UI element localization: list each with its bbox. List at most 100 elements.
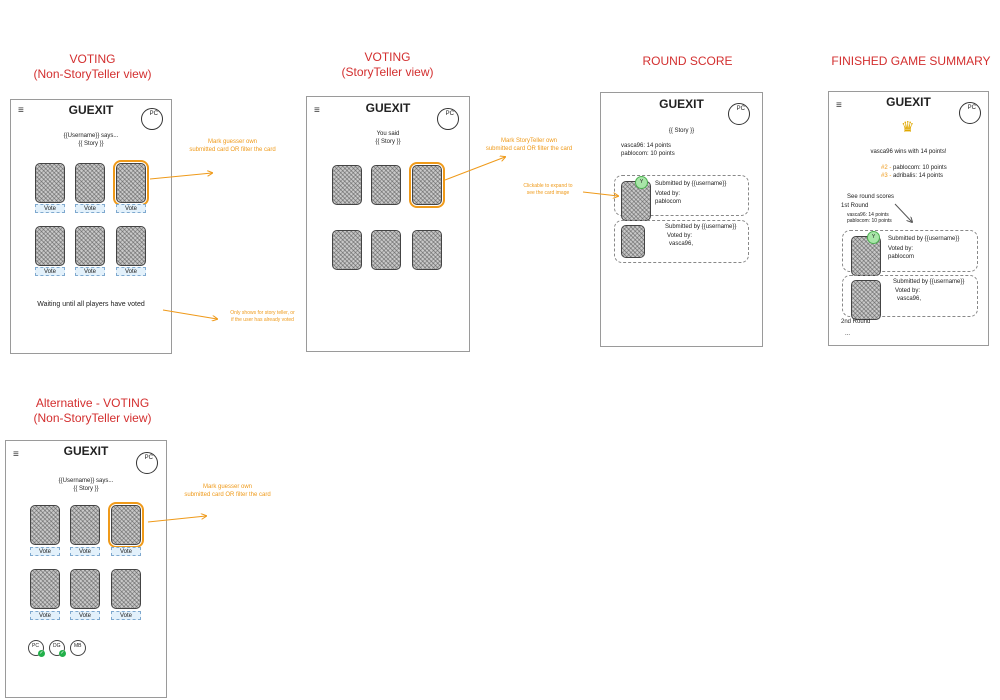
arrow (894, 203, 912, 222)
menu-icon[interactable]: ≡ (13, 449, 19, 460)
card[interactable] (621, 225, 645, 258)
story-text: {{ Story }} (78, 141, 104, 147)
card[interactable] (371, 165, 401, 205)
card[interactable] (851, 280, 881, 320)
story-text: {{ Story }} (668, 128, 695, 134)
submitted-card-box[interactable]: Submitted by {{username}} Voted by: vasc… (842, 275, 978, 320)
card[interactable] (75, 226, 105, 266)
heading-line: VOTING (364, 50, 411, 64)
card[interactable] (35, 163, 65, 203)
avatar-initials: PC (144, 455, 153, 461)
rank-line: #3 - adribalis: 14 points (881, 172, 943, 180)
avatar-initials: PC (149, 111, 158, 117)
round-score-line: pablocom: 10 points (847, 218, 892, 224)
arrow (162, 309, 217, 319)
vote-button[interactable]: Vote (111, 547, 141, 556)
app-title: GUEXIT (886, 95, 931, 109)
app-title: GUEXIT (659, 97, 704, 111)
vote-button[interactable]: Vote (35, 267, 65, 276)
submitted-card-box[interactable]: Submitted by {{username}} Voted by: vasc… (614, 220, 749, 263)
note-line: see the card image (526, 190, 570, 196)
menu-icon[interactable]: ≡ (314, 105, 320, 116)
card[interactable] (70, 505, 100, 545)
vote-button[interactable]: Vote (70, 611, 100, 620)
card[interactable] (116, 226, 146, 266)
screen-alt-voting-non-storyteller: ≡ GUEXIT PC {{Username}} says... {{ Stor… (5, 440, 167, 698)
story-text: {{ Story }} (375, 139, 401, 145)
avatar-initials: PC (445, 111, 454, 117)
voter-name: pablocom (888, 254, 915, 260)
card[interactable] (70, 569, 100, 609)
own-card[interactable] (409, 162, 445, 208)
rank-position: #3 - (881, 173, 892, 179)
user-avatar[interactable]: PC (141, 108, 163, 130)
vote-button[interactable]: Vote (75, 204, 105, 213)
vote-button[interactable]: Vote (30, 547, 60, 556)
note-line: if the user has already voted (231, 317, 294, 323)
screen-voting-storyteller: ≡ GUEXIT PC You said {{ Story }} (306, 96, 470, 352)
voter-name: vasca96, (897, 296, 922, 302)
screen-finished-summary: ≡ GUEXIT PC ♛ vasca96 wins with 14 point… (828, 91, 989, 346)
card[interactable] (332, 165, 362, 205)
round-label[interactable]: 1st Round (841, 203, 869, 209)
note-line: Mark guesser own (207, 139, 258, 145)
round-score-line: vasca96: 14 points (847, 212, 889, 218)
screen-voting-non-storyteller: ≡ GUEXIT PC {{Username}} says... {{ Stor… (10, 99, 172, 354)
note-line: submitted card OR filter the card (184, 492, 271, 498)
note-line: Mark StoryTeller own (500, 138, 557, 144)
note-line: Mark guesser own (202, 484, 253, 490)
own-card[interactable] (108, 502, 144, 548)
note-line: submitted card OR filter the card (485, 146, 573, 152)
more-rounds: ... (845, 331, 851, 337)
vote-button[interactable]: Vote (70, 547, 100, 556)
user-avatar[interactable]: PC (136, 452, 158, 474)
user-avatar[interactable]: PC (728, 103, 750, 125)
winner-text: vasca96 wins with 14 points! (870, 149, 947, 155)
heading-alt-voting: Alternative - VOTING (Non-StoryTeller vi… (20, 396, 165, 426)
card[interactable] (412, 230, 442, 270)
card[interactable] (30, 505, 60, 545)
score-line: vasca96: 14 points (621, 143, 672, 149)
storyteller-check-icon: Y (635, 176, 648, 189)
heading-line: VOTING (69, 52, 116, 66)
arrow (147, 516, 206, 523)
user-avatar[interactable]: PC (959, 102, 981, 124)
see-round-scores[interactable]: See round scores (847, 194, 895, 200)
player-initials: MB (74, 643, 82, 649)
card[interactable] (75, 163, 105, 203)
card[interactable] (35, 226, 65, 266)
vote-button[interactable]: Vote (116, 267, 146, 276)
round-label[interactable]: 2nd Round (841, 319, 871, 325)
player-initials: PC (32, 643, 39, 649)
menu-icon[interactable]: ≡ (18, 105, 24, 116)
vote-button[interactable]: Vote (111, 611, 141, 620)
submitted-by: Submitted by {{username}} (888, 236, 960, 242)
vote-button[interactable]: Vote (35, 204, 65, 213)
rank-text: adribalis: 14 points (893, 173, 944, 179)
note-only-shows: Only shows for story teller, or if the u… (220, 310, 305, 324)
voted-by-label: Voted by: (667, 233, 693, 239)
card[interactable] (111, 569, 141, 609)
player-avatar: MB (70, 640, 86, 656)
submitted-card-box[interactable]: Y Submitted by {{username}} Voted by: pa… (842, 230, 978, 276)
voted-by-label: Voted by: (655, 191, 681, 197)
submitted-by: Submitted by {{username}} (893, 279, 965, 285)
vote-button[interactable]: Vote (116, 204, 146, 213)
heading-line: (Non-StoryTeller view) (33, 411, 152, 425)
card[interactable] (851, 236, 881, 276)
vote-button[interactable]: Vote (75, 267, 105, 276)
menu-icon[interactable]: ≡ (836, 100, 842, 111)
vote-button[interactable]: Vote (30, 611, 60, 620)
avatar-initials: PC (967, 105, 976, 111)
card[interactable] (371, 230, 401, 270)
user-avatar[interactable]: PC (437, 108, 459, 130)
voted-by-label: Voted by: (888, 246, 914, 252)
rank-text: pablocom: 10 points (893, 165, 947, 171)
heading-line: (StoryTeller view) (341, 65, 434, 79)
own-card[interactable] (113, 160, 149, 206)
card[interactable] (30, 569, 60, 609)
card[interactable] (332, 230, 362, 270)
player-initials: DG (53, 643, 61, 649)
voted-by-label: Voted by: (895, 288, 921, 294)
player-avatar: DG✓ (49, 640, 66, 657)
